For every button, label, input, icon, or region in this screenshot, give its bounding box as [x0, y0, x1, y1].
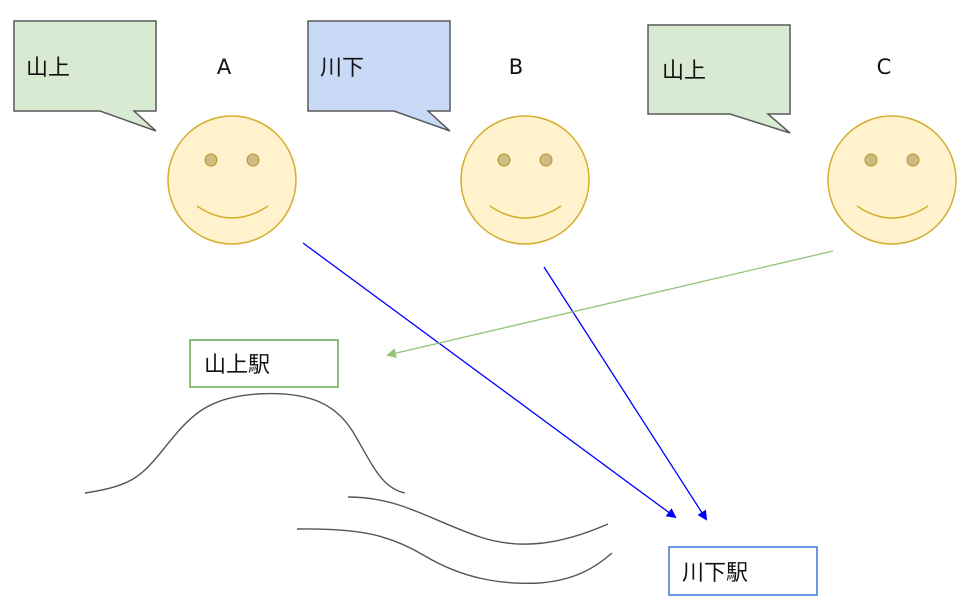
speech-bubble-a-text: 山上	[26, 56, 70, 81]
river-line-lower	[297, 529, 612, 583]
station-yamagami: 山上駅	[190, 340, 338, 387]
arrow-c-to-yamagami	[388, 251, 833, 355]
mountain-line	[85, 394, 405, 493]
station-yamagami-label: 山上駅	[204, 353, 270, 378]
speech-bubble-a: 山上	[14, 21, 156, 131]
speech-bubble-b: 川下	[308, 21, 450, 131]
river-line-upper	[348, 497, 608, 544]
person-b-label: B	[509, 55, 523, 79]
station-kawashimo-label: 川下駅	[682, 561, 748, 586]
smiley-face-b-icon	[461, 116, 589, 244]
speech-bubble-c: 山上	[648, 25, 790, 133]
arrow-b-to-kawashimo	[544, 267, 706, 519]
smiley-face-a-icon	[168, 116, 296, 244]
station-kawashimo: 川下駅	[669, 547, 817, 595]
arrow-a-to-kawashimo	[303, 243, 675, 517]
person-c: 山上 C	[648, 25, 956, 244]
person-b: 川下 B	[308, 21, 589, 244]
speech-bubble-c-text: 山上	[662, 59, 706, 84]
speech-bubble-b-text: 川下	[320, 56, 364, 81]
person-c-label: C	[877, 55, 892, 79]
person-a-label: A	[217, 55, 232, 79]
smiley-face-c-icon	[828, 116, 956, 244]
person-a: 山上 A	[14, 21, 296, 244]
